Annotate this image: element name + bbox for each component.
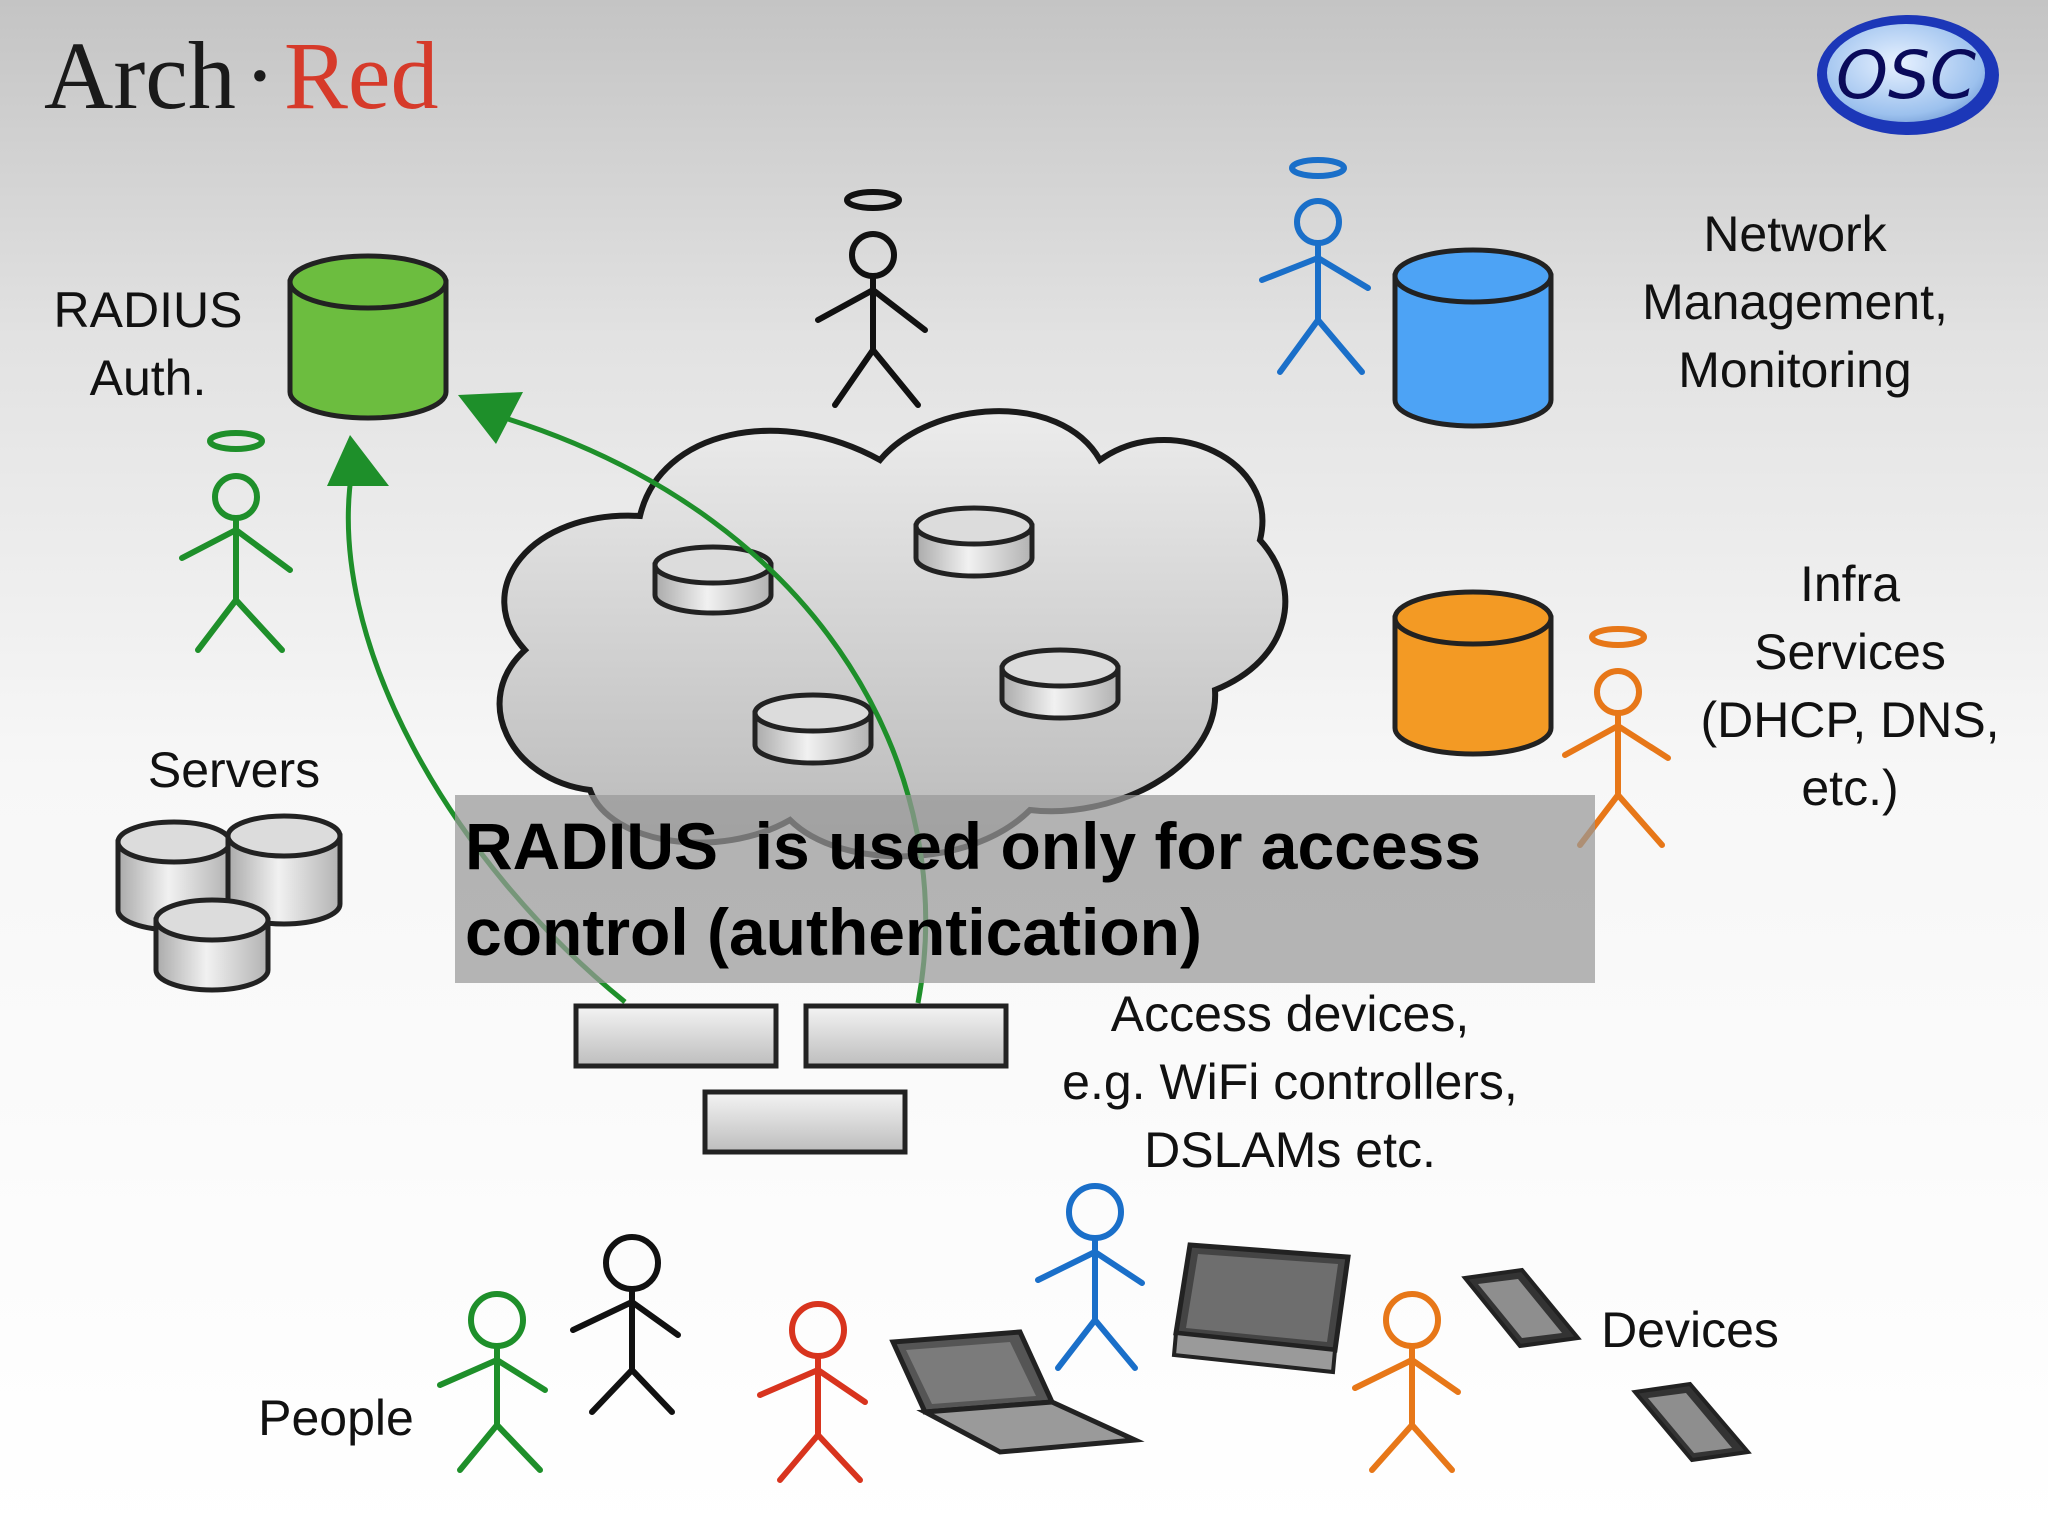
radius-auth-label-line: RADIUS <box>53 282 243 338</box>
admin-person-icon <box>1562 626 1671 848</box>
devices-label: Devices <box>1580 1296 1800 1364</box>
people-label: People <box>226 1384 446 1452</box>
router-icon <box>752 692 874 766</box>
admin-person-icon <box>815 189 928 408</box>
infra-services-label-line: etc.) <box>1801 760 1899 816</box>
radius-auth-label: RADIUS Auth. <box>22 276 274 412</box>
network-management-server-icon <box>1392 247 1554 429</box>
person-icon <box>757 1301 868 1483</box>
admin-person-icon <box>1259 157 1371 375</box>
radius-auth-label-line: Auth. <box>89 350 207 406</box>
router-icon <box>913 505 1035 579</box>
network-management-label-line: Monitoring <box>1678 342 1912 398</box>
servers-label-text: Servers <box>147 742 321 798</box>
person-icon <box>570 1234 681 1415</box>
infra-services-label-line: Infra <box>1799 556 1901 612</box>
tablet-icon <box>1461 1267 1582 1349</box>
people-label-text: People <box>258 1390 414 1446</box>
access-devices-label-line: Access devices, <box>1110 986 1470 1042</box>
devices-label-text: Devices <box>1601 1302 1779 1358</box>
infra-services-label: Infra Services (DHCP, DNS, etc.) <box>1670 550 2030 822</box>
servers-icon <box>115 813 343 993</box>
person-icon <box>437 1291 548 1473</box>
osc-logo: OSC <box>1817 15 1999 135</box>
access-devices-label-line: DSLAMs etc. <box>1144 1122 1436 1178</box>
access-devices-label: Access devices, e.g. WiFi controllers, D… <box>1020 980 1560 1184</box>
admin-person-icon <box>179 430 293 653</box>
access-device-icon <box>803 1003 1009 1069</box>
radius-callout: RADIUS is used only for access control (… <box>455 795 1595 983</box>
brand-logo: Arch·Red <box>44 28 439 124</box>
brand-separator: · <box>243 22 276 129</box>
network-management-label: Network Management, Monitoring <box>1600 200 1990 404</box>
network-management-label-line: Network <box>1703 206 1887 262</box>
monitor-icon <box>1171 1242 1351 1375</box>
radius-callout-line: RADIUS is used only for access <box>465 809 1482 883</box>
radius-server-icon <box>287 253 449 421</box>
infra-services-label-line: Services <box>1754 624 1946 680</box>
brand-word-arch: Arch <box>44 22 236 129</box>
router-icon <box>999 647 1121 721</box>
access-devices-label-line: e.g. WiFi controllers, <box>1062 1054 1518 1110</box>
access-device-icon <box>573 1003 779 1069</box>
infra-services-label-line: (DHCP, DNS, <box>1700 692 2000 748</box>
network-management-label-line: Management, <box>1642 274 1948 330</box>
servers-label: Servers <box>118 736 350 804</box>
person-icon <box>1352 1291 1461 1473</box>
network-cloud <box>496 408 1289 860</box>
brand-word-red: Red <box>283 22 439 129</box>
radius-callout-line: control (authentication) <box>465 895 1202 969</box>
access-device-icon <box>702 1089 908 1155</box>
tablet-icon <box>1631 1381 1752 1463</box>
router-icon <box>652 544 774 616</box>
laptop-icon <box>889 1329 1145 1455</box>
osc-logo-text: OSC <box>1836 37 1976 114</box>
infra-services-server-icon <box>1392 589 1554 757</box>
person-icon <box>1035 1183 1145 1371</box>
